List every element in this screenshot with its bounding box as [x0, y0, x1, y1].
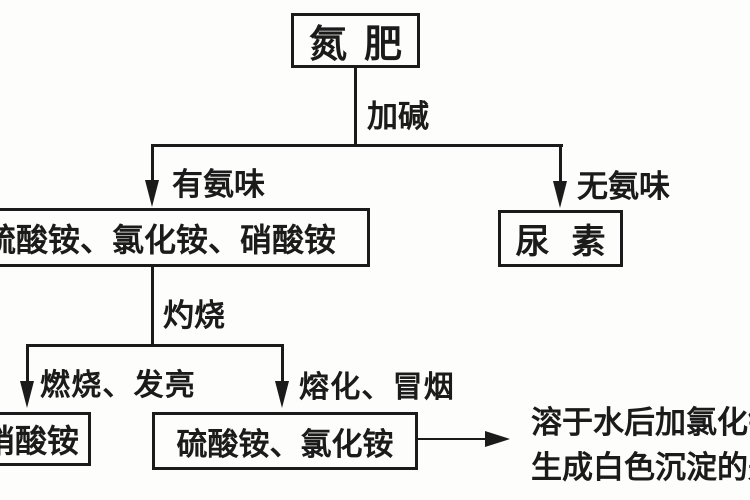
connector-note-arrow: [418, 438, 490, 440]
connector-left-down: [151, 144, 154, 182]
arrowhead-to-note: [485, 431, 510, 447]
connector-branch-horizontal: [151, 144, 563, 147]
arrowhead-to-ammonium-nitrate: [20, 381, 34, 408]
branch-label-burns-glows: 燃烧、发亮: [40, 368, 196, 403]
box-nitrogen-fertilizer: 氮肥: [291, 13, 420, 68]
arrowhead-to-urea: [553, 181, 567, 208]
branch-label-no-ammonia-smell: 无氨味: [577, 169, 670, 205]
edge-label-add-alkali: 加碱: [367, 99, 429, 135]
connector-right-down: [559, 144, 562, 182]
box-urea: 尿素: [498, 210, 623, 267]
connector-subleft-down: [26, 344, 29, 382]
connector-subbranch-horizontal: [26, 344, 284, 347]
box-sulfate-chloride: 硫酸铵、氯化铵: [152, 412, 418, 470]
note-line-2: 生成白色沉淀的是: [531, 450, 750, 486]
branch-label-melts-smokes: 熔化、冒烟: [299, 370, 455, 405]
arrowhead-to-sulfate-chloride: [275, 381, 289, 408]
arrowhead-to-ammonium-salts: [145, 180, 159, 207]
connector-ignite-down: [151, 266, 154, 347]
edge-label-ignite: 灼烧: [163, 298, 225, 334]
branch-label-has-ammonia-smell: 有氨味: [172, 167, 265, 203]
note-line-1: 溶于水后加氯化钡: [531, 405, 750, 441]
note-barium-chloride-test: 溶于水后加氯化钡 生成白色沉淀的是: [531, 401, 750, 491]
box-ammonium-nitrate: 硝酸铵: [0, 412, 91, 466]
connector-submid-down: [281, 344, 284, 382]
box-ammonium-salts: 硫酸铵、氯化铵、硝酸铵: [0, 208, 370, 267]
connector-root-down: [354, 66, 357, 146]
